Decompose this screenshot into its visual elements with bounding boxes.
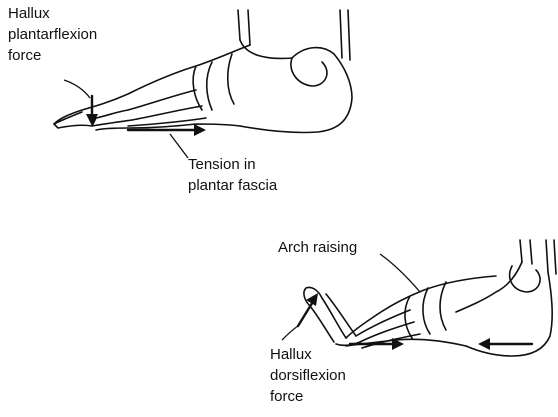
top-foot-skeleton	[54, 10, 352, 133]
bottom-hallux-label-line2: dorsiflexion	[270, 366, 346, 385]
bottom-hallux-label-line1: Hallux	[270, 345, 312, 364]
top-heel-calcaneus	[240, 40, 352, 133]
top-hallux-label-line1: Hallux	[8, 4, 50, 23]
bottom-heel-calcaneus	[456, 262, 552, 356]
bottom-tarsals	[405, 282, 446, 338]
top-talus	[291, 58, 327, 86]
bottom-talus	[510, 266, 540, 292]
top-hallux-force-arrowhead	[86, 114, 98, 126]
top-hallux-label-line2: plantarflexion	[8, 25, 97, 44]
bottom-foot-skeleton	[304, 240, 556, 356]
bottom-hallux-leader	[282, 326, 298, 340]
bottom-arch-label: Arch raising	[278, 238, 357, 257]
top-dorsal-outline	[54, 45, 250, 124]
bottom-leg-bones	[520, 240, 556, 274]
bottom-heel-arrowhead	[478, 338, 490, 350]
top-fascia-label-line1: Tension in	[188, 155, 256, 174]
bottom-arch-leader	[380, 254, 420, 292]
top-metatarsals	[128, 90, 206, 126]
top-hallux-leader	[64, 80, 90, 98]
top-hallux-label-line3: force	[8, 46, 41, 65]
bottom-phalanges	[304, 287, 360, 345]
bottom-hallux-force-arrow	[298, 300, 314, 326]
top-fascia-arrowhead	[194, 124, 206, 136]
bottom-hallux-label-line3: force	[270, 387, 303, 406]
top-fascia-leader	[170, 134, 188, 158]
top-tarsals	[193, 54, 234, 110]
bottom-metatarsals	[356, 310, 420, 348]
top-fascia-label-line2: plantar fascia	[188, 176, 277, 195]
